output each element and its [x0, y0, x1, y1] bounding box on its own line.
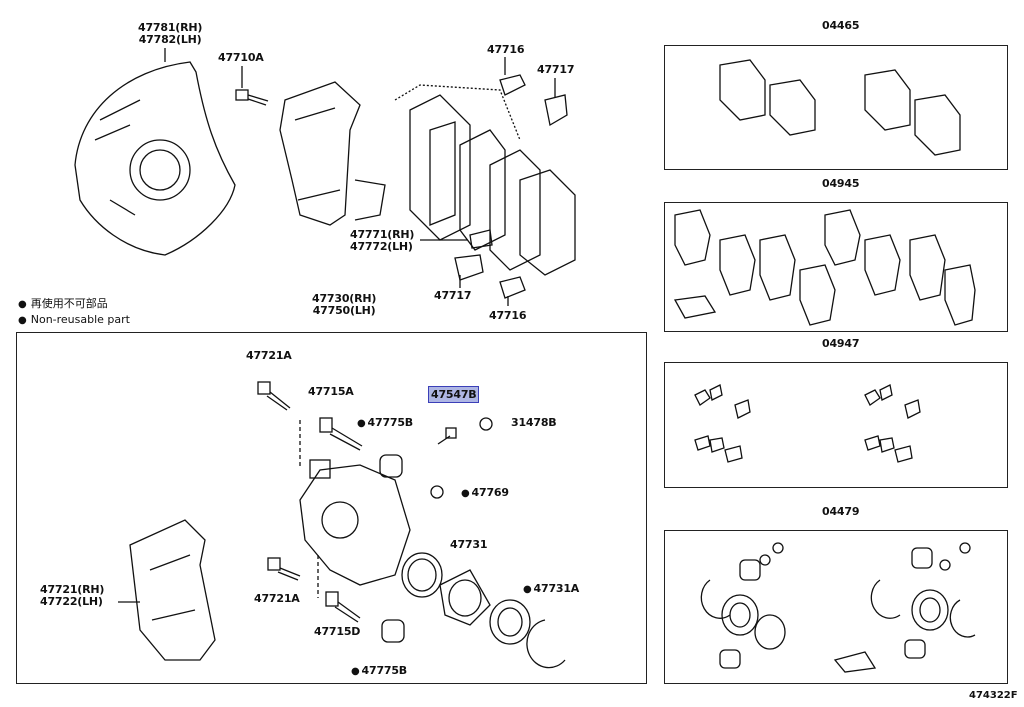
label-47721a-top: 47721A — [246, 349, 292, 362]
label-47716-top: 47716 — [487, 43, 525, 56]
label-47715a: 47715A — [308, 385, 354, 398]
label-47731: 47731 — [450, 538, 488, 551]
label-47731a: 47731A — [523, 583, 580, 596]
label-47547b[interactable]: 47547B — [428, 386, 480, 403]
legend: 再使用不可部品 Non-reusable part — [18, 296, 130, 328]
caliper-bracket-bottom-drawing — [129, 519, 216, 661]
highlighted-part-47547b[interactable]: 47547B — [428, 386, 480, 403]
label-47717-bottom: 47717 — [434, 289, 472, 302]
legend-english: Non-reusable part — [18, 313, 130, 326]
label-47710a: 47710A — [218, 51, 264, 64]
clip-47716-top — [499, 74, 526, 96]
label-31478b: 31478B — [511, 416, 557, 429]
clip-47771 — [469, 229, 493, 249]
kit-04479-drawing — [700, 542, 976, 673]
kit-box-04479 — [664, 530, 1008, 684]
label-47771-47772: 47771(RH) 47772(LH) — [350, 228, 415, 253]
kit-label-04479: 04479 — [822, 505, 860, 518]
caliper-drawing — [299, 420, 411, 598]
bleeder-47547b-drawing — [430, 417, 493, 499]
kit-box-04945 — [664, 202, 1008, 332]
kit-box-04947 — [664, 362, 1008, 488]
kit-04947-drawing — [694, 384, 921, 463]
legend-japanese: 再使用不可部品 — [18, 297, 108, 310]
kit-04945-drawing — [673, 209, 976, 326]
kit-04465-drawing — [719, 59, 961, 156]
diagram-code: 474322F — [969, 690, 1018, 701]
kit-label-04465: 04465 — [822, 19, 860, 32]
brake-pads-drawing — [394, 84, 576, 276]
bolt-47710a-drawing — [235, 89, 269, 106]
label-47715d: 47715D — [314, 625, 361, 638]
caliper-bracket-top-drawing — [279, 81, 386, 226]
clip-47717-top — [544, 94, 568, 127]
kit-box-04465 — [664, 45, 1008, 170]
label-47775b-bottom: 47775B — [351, 665, 408, 678]
label-47721a-bottom: 47721A — [254, 592, 300, 605]
caliper-assembly-box — [16, 332, 647, 684]
label-47721-47722: 47721(RH) 47722(LH) — [40, 583, 105, 608]
bolts-assembly-drawing — [257, 381, 363, 623]
boot-47775b-bot — [381, 619, 405, 643]
dust-shield-drawing — [74, 61, 236, 256]
label-47769: 47769 — [461, 487, 509, 500]
label-47716-bottom: 47716 — [489, 309, 527, 322]
clip-47716-bot — [499, 276, 526, 299]
label-47781-47782: 47781(RH) 47782(LH) — [138, 21, 203, 46]
piston-seals-drawing — [401, 552, 566, 669]
kit-label-04945: 04945 — [822, 177, 860, 190]
boot-47775b-top — [379, 454, 403, 478]
label-47717-top: 47717 — [537, 63, 575, 76]
clip-47717-bot — [454, 254, 484, 281]
label-47730-47750: 47730(RH) 47750(LH) — [312, 292, 377, 317]
kit-label-04947: 04947 — [822, 337, 860, 350]
label-47775b-top: 47775B — [357, 417, 414, 430]
